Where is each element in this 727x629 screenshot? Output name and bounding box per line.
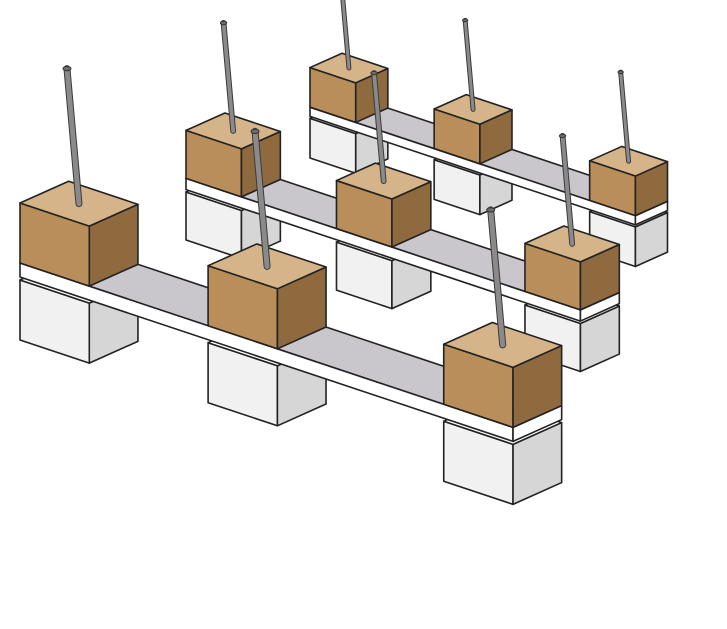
post-rod bbox=[252, 128, 270, 269]
post-cap bbox=[558, 133, 567, 139]
post-rod bbox=[463, 18, 475, 111]
post-rod bbox=[64, 66, 82, 207]
post-cap bbox=[370, 70, 378, 76]
post-rod bbox=[341, 0, 351, 70]
post-cap bbox=[462, 18, 469, 23]
post-rod bbox=[560, 134, 575, 246]
foundation-row-1 bbox=[309, 0, 669, 268]
post-cap bbox=[617, 70, 624, 75]
foundation-row-2 bbox=[185, 20, 621, 373]
post-rod bbox=[619, 70, 631, 163]
post-rod bbox=[221, 21, 236, 133]
foundation-row-3 bbox=[19, 65, 563, 506]
wood-cube-2 bbox=[207, 243, 327, 350]
post-cap bbox=[250, 128, 260, 135]
post-rod bbox=[488, 207, 506, 348]
post-cap bbox=[62, 65, 72, 72]
post-cap bbox=[219, 20, 228, 26]
post-cap bbox=[486, 207, 496, 213]
post-rod bbox=[372, 71, 386, 183]
